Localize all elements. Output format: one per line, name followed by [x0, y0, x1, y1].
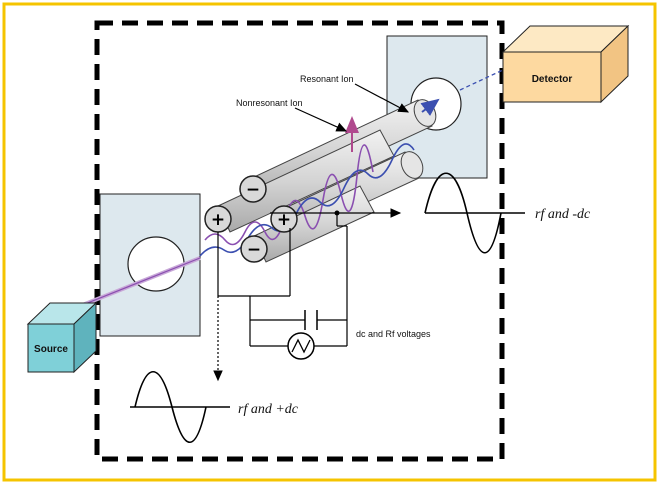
- resonant-ion-label-group: Resonant Ion: [300, 74, 410, 113]
- rf-plus-dc-label: rf and +dc: [238, 402, 299, 417]
- rod-end-top-left: −: [239, 175, 267, 203]
- rod-end-bottom-left: −: [240, 235, 268, 263]
- capacitor-icon: [304, 310, 318, 330]
- voltages-label: dc and Rf voltages: [356, 329, 431, 339]
- rf-minus-dc-waveform: [424, 172, 525, 254]
- resonant-ion-label: Resonant Ion: [300, 74, 354, 84]
- source-label: Source: [34, 344, 68, 355]
- rod-sign-mid-left: +: [211, 210, 225, 230]
- circuit-wiring: [213, 208, 402, 382]
- rf-plus-dc-waveform: [130, 371, 230, 443]
- rod-end-mid-right: +: [270, 205, 298, 233]
- rod-sign-bottom-left: −: [247, 240, 261, 260]
- rf-minus-dc-label: rf and -dc: [535, 207, 591, 222]
- junction-node: [334, 210, 340, 216]
- resonant-ion-path: [69, 61, 522, 312]
- nonresonant-ion-label-group: Nonresonant Ion: [236, 98, 348, 132]
- vacuum-enclosure: [94, 20, 505, 462]
- sine-wave-source-icon: [287, 332, 315, 360]
- detector-label: Detector: [532, 74, 573, 85]
- rod-sign-mid-right: +: [277, 210, 291, 230]
- source-box: Source: [26, 301, 98, 374]
- rod-sign-top-left: −: [246, 180, 260, 200]
- nonresonant-ion-label: Nonresonant Ion: [236, 98, 303, 108]
- rod-end-mid-left: +: [204, 205, 232, 233]
- detector-box: Detector: [501, 24, 630, 104]
- nonresonant-ion-path: [204, 116, 374, 246]
